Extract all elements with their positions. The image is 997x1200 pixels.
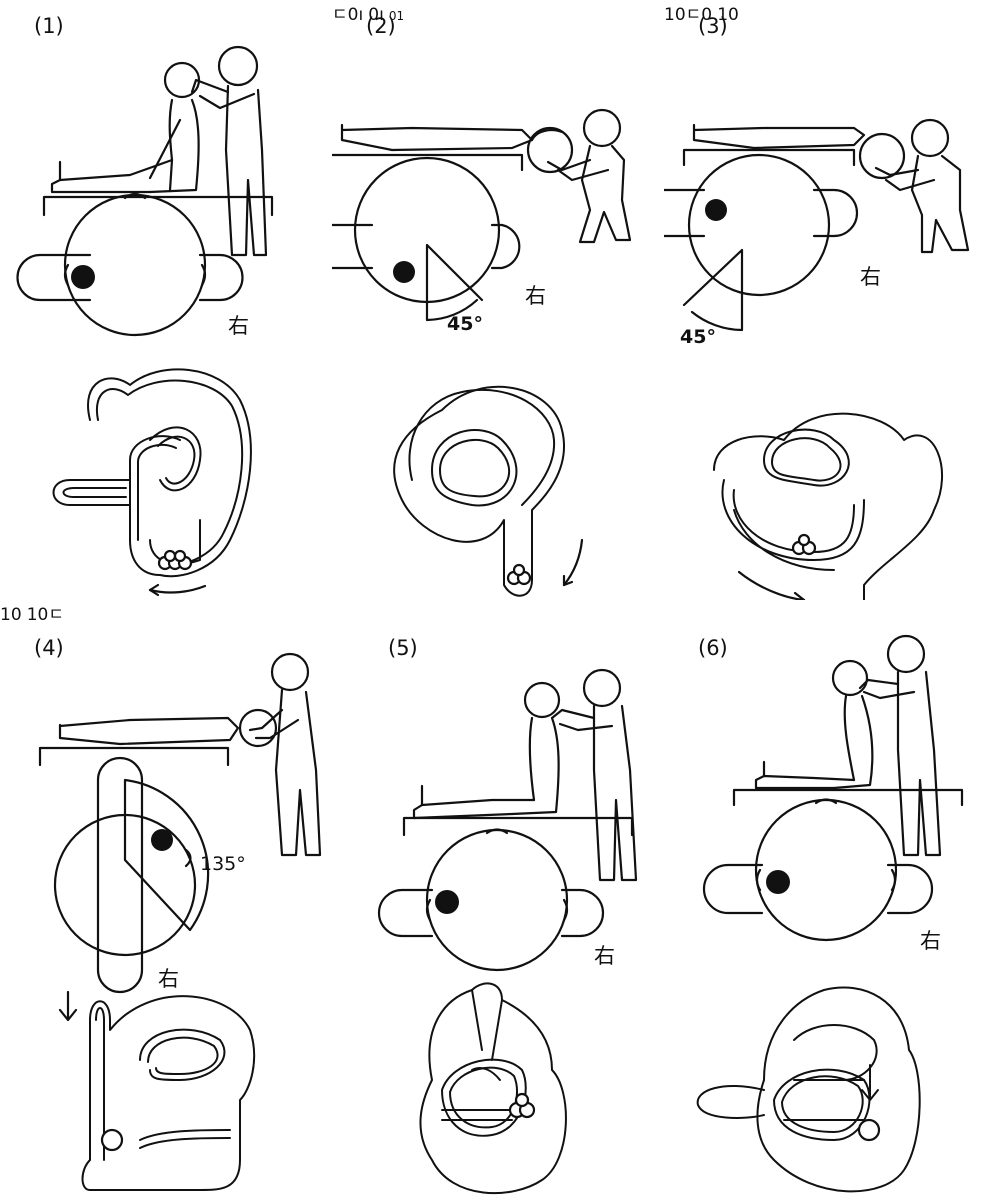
step-5-illustration — [377, 668, 638, 1195]
pillow — [332, 223, 521, 270]
seated-patient — [412, 681, 561, 820]
step-3-side-label: 右 — [860, 265, 881, 289]
head-mark-1: 10 — [0, 605, 22, 625]
step-6-number: (6) — [698, 636, 728, 660]
otolith-dot — [766, 870, 790, 894]
otolith-dot — [393, 261, 415, 283]
seated-patient-reclined — [754, 659, 874, 790]
head-mark-1: ㄷ0ı — [332, 5, 364, 25]
head-mark-3: 01 — [388, 9, 405, 23]
step-5-side-label: 右 — [594, 944, 615, 968]
semicircular-canal-diagram — [52, 368, 252, 578]
direction-arrow — [58, 990, 78, 1022]
rotation-arrow — [148, 584, 207, 594]
seated-patient — [50, 61, 201, 194]
step-2-side-label: 右 — [525, 284, 546, 308]
angle-lines — [425, 243, 484, 322]
exam-table — [332, 153, 524, 172]
head-mark-2: 10ㄷ — [26, 605, 65, 625]
semicircular-canal-diagram — [419, 982, 567, 1195]
step-3-angle-label: 45° — [680, 326, 716, 348]
rotated-canal-diagram — [713, 412, 943, 600]
step-3-panel: (3) 10ㄷ0 10 45° 右 — [664, 0, 996, 600]
rotation-arrow — [562, 538, 584, 587]
head-mark-2: 0ı — [368, 5, 384, 25]
step-1-illustration — [16, 45, 274, 597]
step-4-side-label: 右 — [158, 967, 179, 991]
step-6-side-label: 右 — [920, 929, 941, 953]
head-mark-2: 10 — [717, 5, 739, 25]
examiner — [248, 652, 322, 857]
semicircular-canal-diagram — [696, 986, 921, 1193]
step-2-number: (2) — [366, 14, 396, 38]
exam-table — [732, 788, 964, 807]
head-top-view — [63, 193, 207, 337]
exam-table — [38, 746, 230, 767]
examiner — [190, 45, 268, 257]
otolith-dot — [151, 829, 173, 851]
otolith-dot — [705, 199, 727, 221]
step-5-number: (5) — [388, 636, 418, 660]
head-top-view — [687, 153, 831, 297]
rotated-canal-diagram — [393, 385, 565, 597]
step-6-panel: (6) 右 — [664, 600, 996, 1200]
step-4-number: (4) — [34, 636, 64, 660]
step-4-illustration — [38, 652, 322, 1191]
step-4-angle-label: 135° — [200, 853, 246, 875]
head-top-view — [754, 798, 898, 942]
examiner — [546, 108, 632, 244]
pillow — [16, 253, 244, 302]
step-2-angle-label: 45° — [447, 313, 483, 335]
supine-patient — [340, 123, 574, 174]
direction-arrow — [471, 1067, 501, 1081]
examiner — [858, 634, 942, 857]
examiner — [874, 118, 970, 254]
head-mark-1: 10ㄷ0 — [664, 5, 713, 25]
angle-lines — [682, 248, 744, 332]
step-2-panel: (2) ㄷ0ı 0ı 01 45° 右 — [332, 0, 664, 600]
supine-patient — [692, 123, 906, 180]
exam-table — [42, 195, 274, 217]
pillow — [96, 756, 144, 994]
rotation-arrow — [737, 570, 806, 600]
step-2-illustration — [332, 108, 632, 597]
pillow — [377, 888, 605, 938]
step-4-panel: (4) 135° 10 10ㄷ 右 — [0, 600, 332, 1200]
angle-lines — [123, 778, 210, 932]
step-1-panel: (1) — [0, 0, 332, 600]
pillow — [664, 188, 859, 238]
pillow — [702, 863, 934, 915]
step-3-illustration — [664, 118, 970, 600]
step-6-illustration — [696, 634, 964, 1193]
step-5-panel: (5) 右 — [332, 600, 664, 1200]
step-1-number: (1) — [34, 14, 64, 38]
exam-table — [682, 148, 856, 167]
step-3-number: (3) — [698, 14, 728, 38]
rotated-canal-diagram — [81, 995, 256, 1191]
step-1-side-label: 右 — [228, 314, 249, 338]
otolith-dot — [71, 265, 95, 289]
direction-arrow — [861, 1064, 879, 1101]
supine-patient — [58, 708, 278, 748]
otolith-dot — [435, 890, 459, 914]
examiner — [550, 668, 638, 882]
